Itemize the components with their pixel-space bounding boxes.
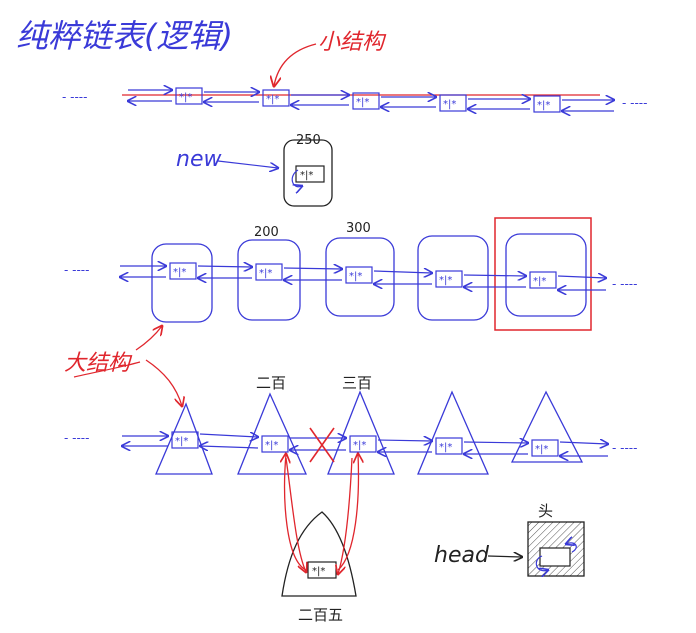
label-300: 300: [346, 221, 371, 236]
row1-node-3-text: *|*: [356, 97, 369, 108]
row2-node-2-text: *|*: [259, 268, 272, 279]
inserted-node-group: *|* 二百五: [282, 454, 358, 624]
row1-node-5-text: *|*: [537, 100, 550, 111]
new-node-text: *|*: [300, 170, 313, 181]
row-2-rounded-structs: - ---- - ---- 200 300 *|* *|* *|* *|* *|…: [64, 217, 637, 331]
diagram-title: 纯粹链表(逻辑): [16, 17, 233, 55]
row3-tri-1: [155, 402, 213, 475]
big-struct-arrow-up: [135, 326, 162, 351]
row-3-triangle-structs: - ---- - ---- 二百 三百 *|* *|* *|* *|* *|*: [64, 374, 637, 475]
row3-tri-2: [237, 392, 308, 475]
row2-links: [120, 266, 606, 290]
row2-node-4-text: *|*: [439, 275, 452, 286]
row3-tri-3: [327, 390, 395, 475]
row3-node-2-text: *|*: [265, 440, 278, 451]
new-label: new: [176, 147, 222, 172]
row3-left-ellipsis: - ----: [64, 431, 89, 445]
row2-struct-3: [325, 237, 395, 317]
row1-node-1: *|*: [175, 87, 203, 105]
row3-tri-5: [510, 390, 584, 463]
big-struct-underline: [73, 361, 141, 378]
big-struct-arrow-down: [145, 359, 182, 406]
inserted-triangle: [281, 511, 357, 597]
row2-node-3-text: *|*: [349, 271, 362, 282]
row2-node-1-text: *|*: [173, 267, 186, 278]
row3-node-1-text: *|*: [175, 436, 188, 447]
row1-node-5: *|*: [533, 95, 561, 113]
label-san-bai: 三百: [342, 374, 372, 392]
head-group: head 头: [434, 502, 585, 576]
head-cn-label: 头: [538, 502, 553, 520]
row2-left-ellipsis: - ----: [64, 263, 89, 277]
row3-node-5-text: *|*: [535, 444, 548, 455]
inserted-node-text: *|*: [312, 566, 325, 577]
row2-struct-4: [417, 235, 489, 321]
row1-node-2: *|*: [262, 89, 290, 107]
small-struct-arrow: [274, 43, 317, 86]
row1-right-ellipsis: - ----: [622, 96, 647, 110]
label-er-bai-wu: 二百五: [298, 606, 343, 624]
row1-node-4-text: *|*: [443, 99, 456, 110]
row1-left-ellipsis: - ----: [62, 90, 87, 104]
row-1-plain-list: - ---- - ---- *|* *|* *|* *|* *|*: [62, 88, 647, 112]
row2-right-ellipsis: - ----: [612, 277, 637, 291]
row3-right-ellipsis: - ----: [612, 441, 637, 455]
row1-node-2-text: *|*: [266, 94, 279, 105]
row2-struct-5: [505, 233, 587, 317]
row1-node-4: *|*: [439, 94, 467, 112]
row1-node-1-text: *|*: [179, 92, 192, 103]
label-200: 200: [254, 225, 279, 240]
row1-links: [128, 90, 614, 111]
new-node-group: new 250 *|*: [176, 133, 333, 207]
row1-node-3: *|*: [352, 92, 380, 110]
row2-node-5-text: *|*: [533, 276, 546, 287]
row3-node-3-text: *|*: [353, 440, 366, 451]
small-struct-label: 小结构: [318, 30, 387, 55]
row3-node-4-text: *|*: [439, 442, 452, 453]
label-er-bai: 二百: [256, 374, 286, 392]
row3-tri-4: [417, 390, 489, 475]
row2-red-frame: [494, 217, 592, 331]
row3-broken-link-x: [309, 427, 335, 463]
head-label: head: [434, 543, 490, 568]
row2-struct-1: [151, 243, 213, 323]
